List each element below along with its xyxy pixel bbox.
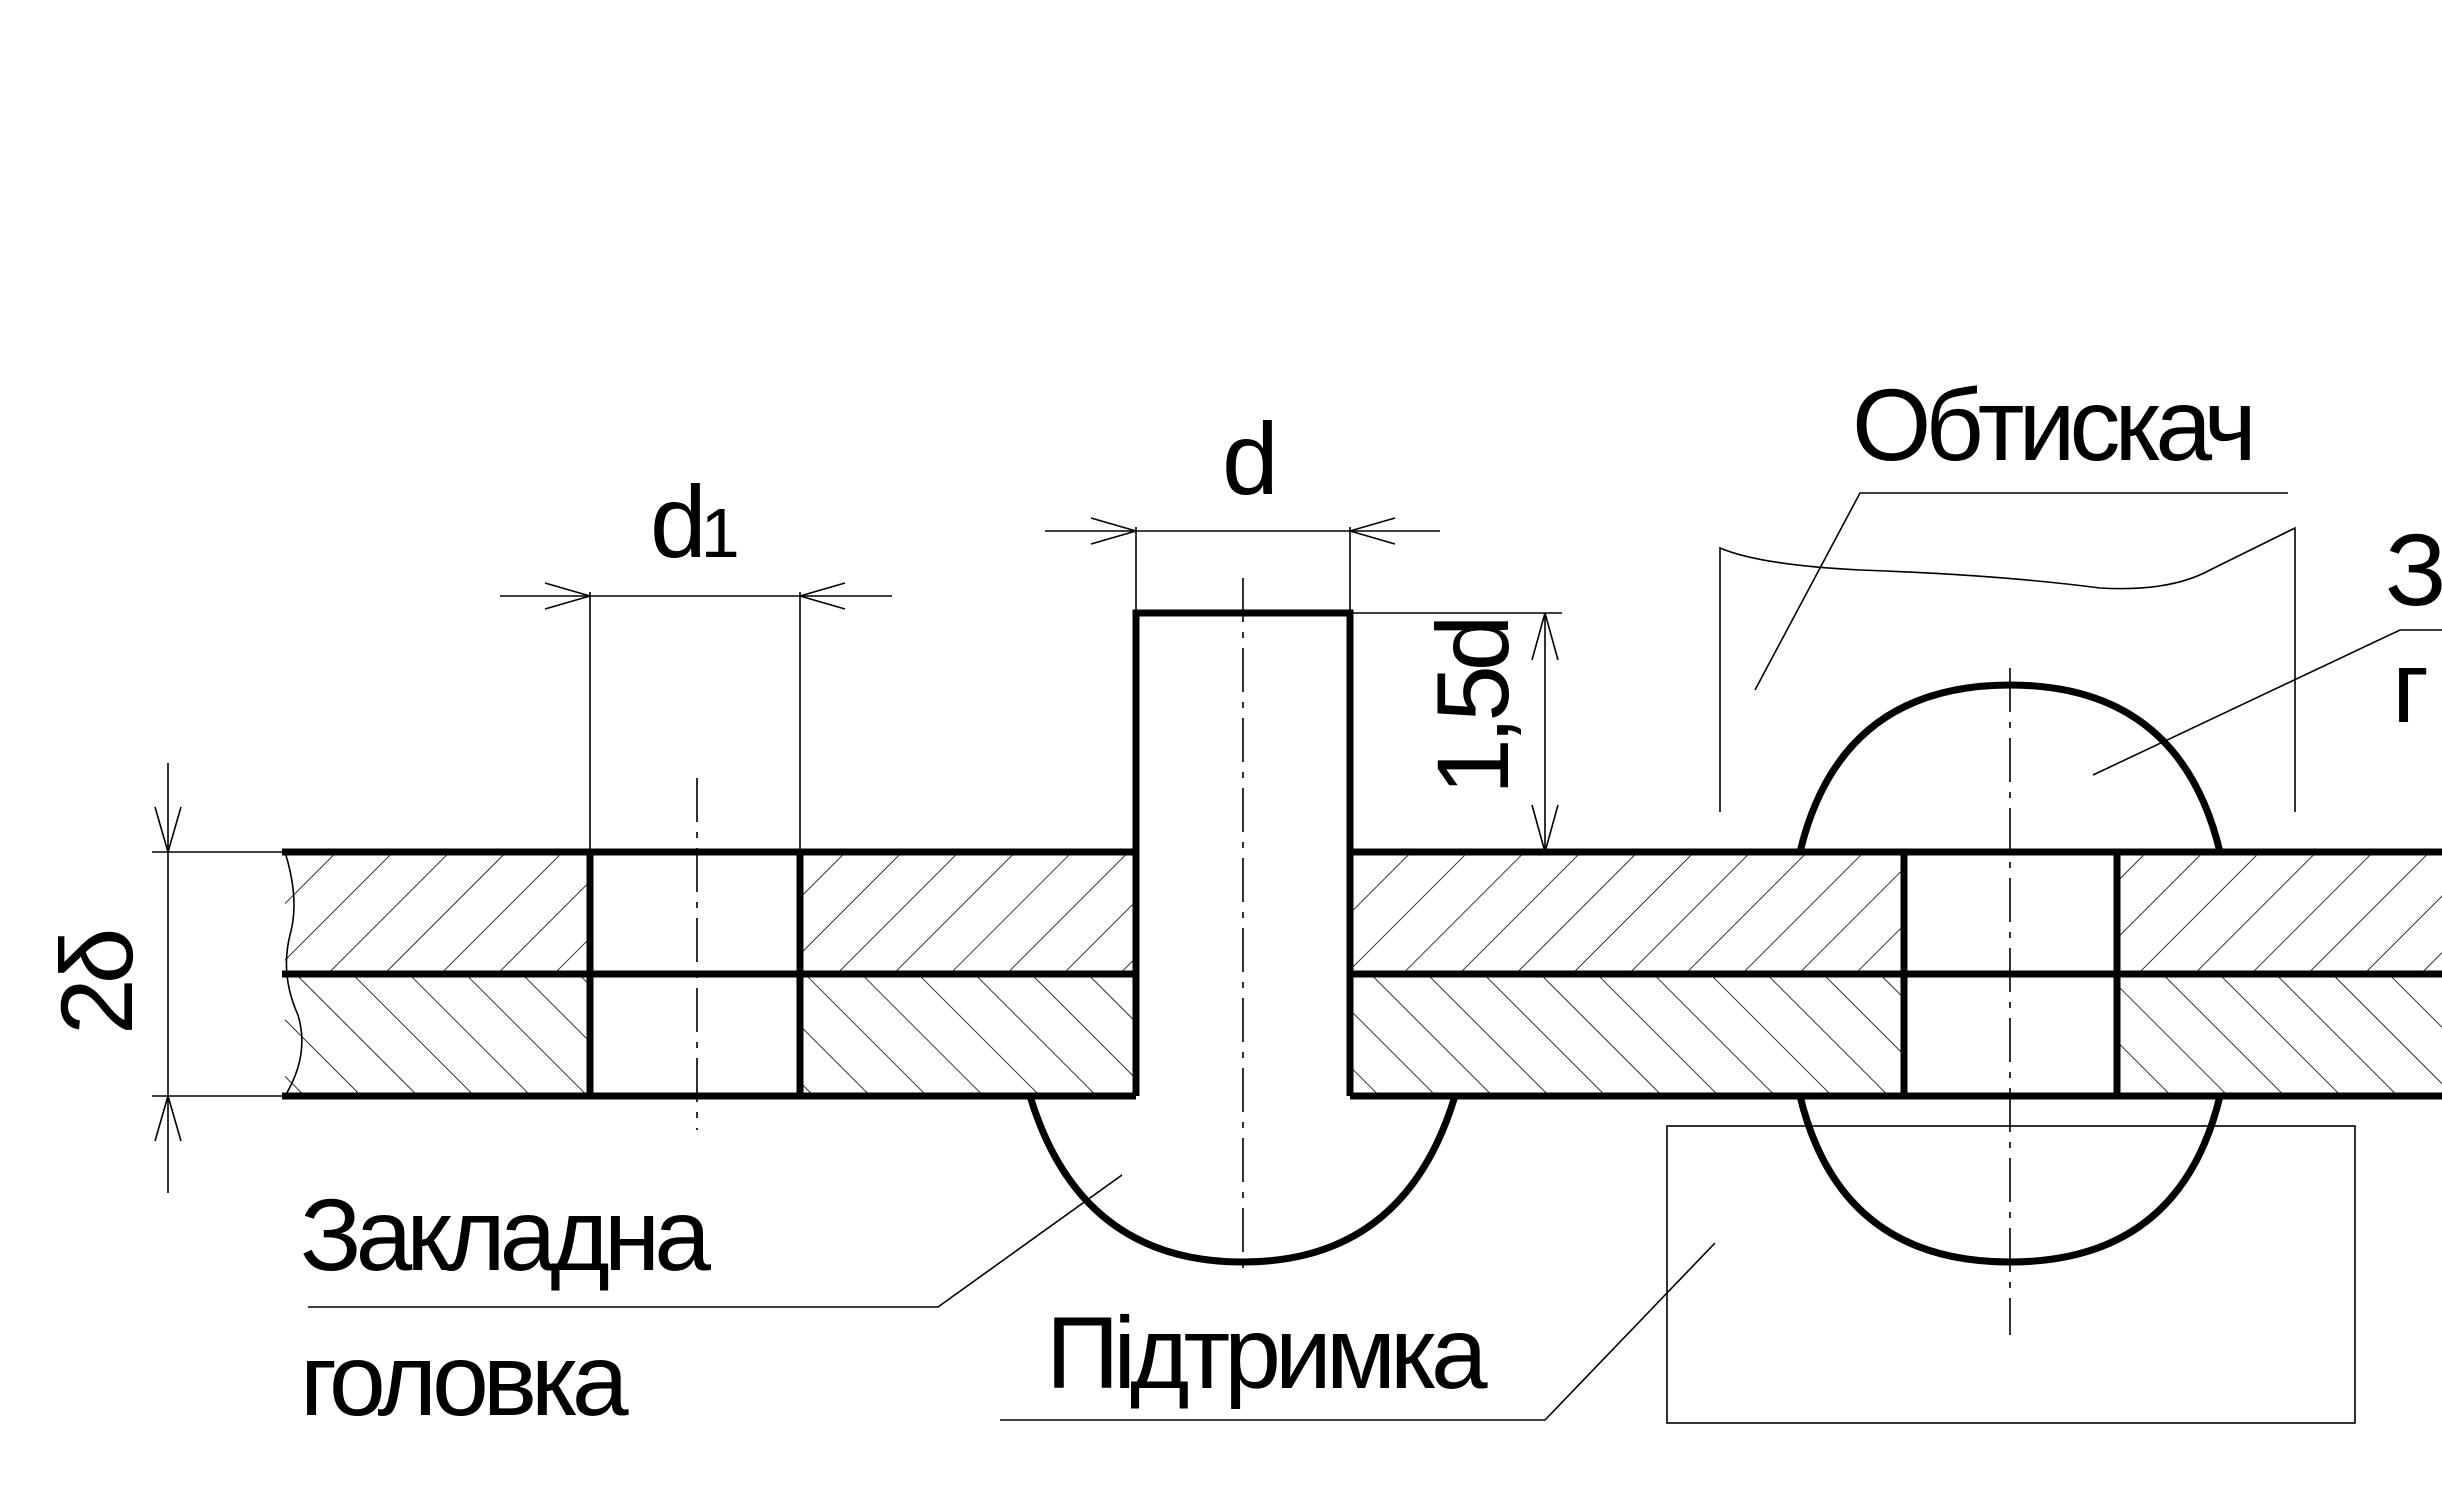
bottom-plate-hatch-1: [285, 974, 590, 1096]
label-zamykalna-bottom: г: [2392, 630, 2427, 744]
top-plate-hatch-1: [285, 852, 590, 974]
label-zakladna-line2: головка: [300, 1323, 629, 1437]
rivet-formed: [1796, 668, 2224, 1335]
bottom-plate-hatch-2: [800, 974, 1136, 1096]
top-plate-hatch-3: [1350, 852, 1904, 974]
top-plate-hatch-4: [2117, 852, 2442, 974]
obtyskach-tool-outline: [1719, 526, 2296, 812]
label-pidtrymka: Підтримка: [1046, 1296, 1488, 1410]
label-d1: d1: [650, 465, 737, 579]
dimension-15d: [1350, 612, 1562, 853]
leader-pidtrymka: [1000, 1242, 1716, 1421]
leader-obtyskach: [1754, 492, 2288, 691]
dimension-d1: [500, 582, 892, 852]
pidtrymka-tool-outline: [1666, 1125, 2356, 1424]
label-obtyskach: Обтискач: [1852, 368, 2251, 482]
hole-d1: [586, 778, 804, 1130]
top-plate-hatch-2: [800, 852, 1136, 974]
label-15d: 1,5d: [1416, 620, 1530, 795]
label-d: d: [1222, 402, 1273, 516]
plate-hatching: [285, 852, 2442, 1096]
label-zamykalna-top: З: [2385, 513, 2442, 627]
leader-zakladna: [308, 1174, 1123, 1308]
bottom-plate-hatch-4: [2117, 974, 2442, 1096]
dimension-d: [1045, 517, 1440, 613]
label-zakladna-line1: Закладна: [300, 1178, 711, 1292]
bottom-plate-hatch-3: [1350, 974, 1904, 1096]
label-2delta: 2δ: [40, 931, 154, 1035]
dimension-2delta: [152, 763, 282, 1193]
leader-zamykalna: [2092, 629, 2442, 776]
plate-outlines: [282, 848, 2442, 1100]
rivet-factory-head: [1026, 578, 1459, 1268]
